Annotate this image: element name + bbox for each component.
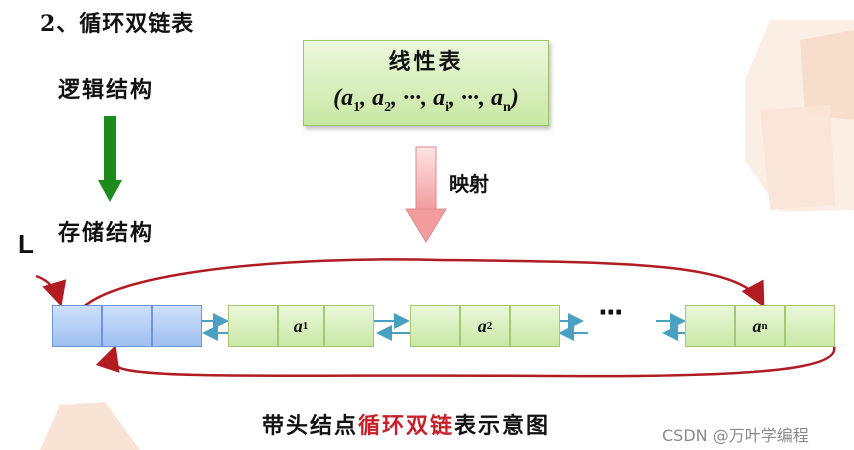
mapping-label: 映射 [449, 172, 489, 196]
linear-list-sequence: (a1, a2, ···, ai, ···, an) [333, 85, 519, 115]
head-node-next-field [152, 305, 202, 347]
down-arrow-icon [98, 116, 122, 202]
node-a1-prior-field [228, 305, 278, 347]
linear-list-box: 线性表 (a1, a2, ···, ai, ···, an) [303, 40, 549, 126]
ellipsis: ··· [598, 298, 624, 328]
decor-block-left [40, 402, 140, 450]
decor-block-right-3 [760, 105, 835, 210]
head-pointer-arrow [35, 274, 67, 307]
circular-prior-arrow [70, 258, 765, 329]
mapping-arrow-icon [405, 146, 447, 243]
watermark: CSDN @万叶学编程 [662, 426, 809, 445]
caption-highlight: 循环双链 [358, 413, 455, 439]
node-an-prior-field [685, 305, 735, 347]
node-a2-prior-field [410, 305, 460, 347]
node-an-next-field [785, 305, 835, 347]
node-a2-next-field [510, 305, 560, 347]
node-a1-next-field [324, 305, 374, 347]
storage-structure-label: 存储结构 [58, 220, 155, 246]
caption-prefix: 带头结点 [262, 413, 359, 439]
circular-next-arrow [95, 331, 836, 378]
diagram-caption: 带头结点循环双链表示意图 [262, 408, 550, 440]
head-pointer-label: L [18, 229, 34, 259]
logical-structure-label: 逻辑结构 [58, 77, 155, 103]
caption-suffix: 表示意图 [454, 413, 551, 439]
head-node [52, 305, 202, 347]
head-node-data-field [102, 305, 152, 347]
decor-block-right-2 [800, 30, 854, 120]
head-node-prior-field [52, 305, 102, 347]
page-heading: 2、循环双链表 [40, 11, 195, 37]
linear-list-title: 线性表 [388, 49, 464, 75]
